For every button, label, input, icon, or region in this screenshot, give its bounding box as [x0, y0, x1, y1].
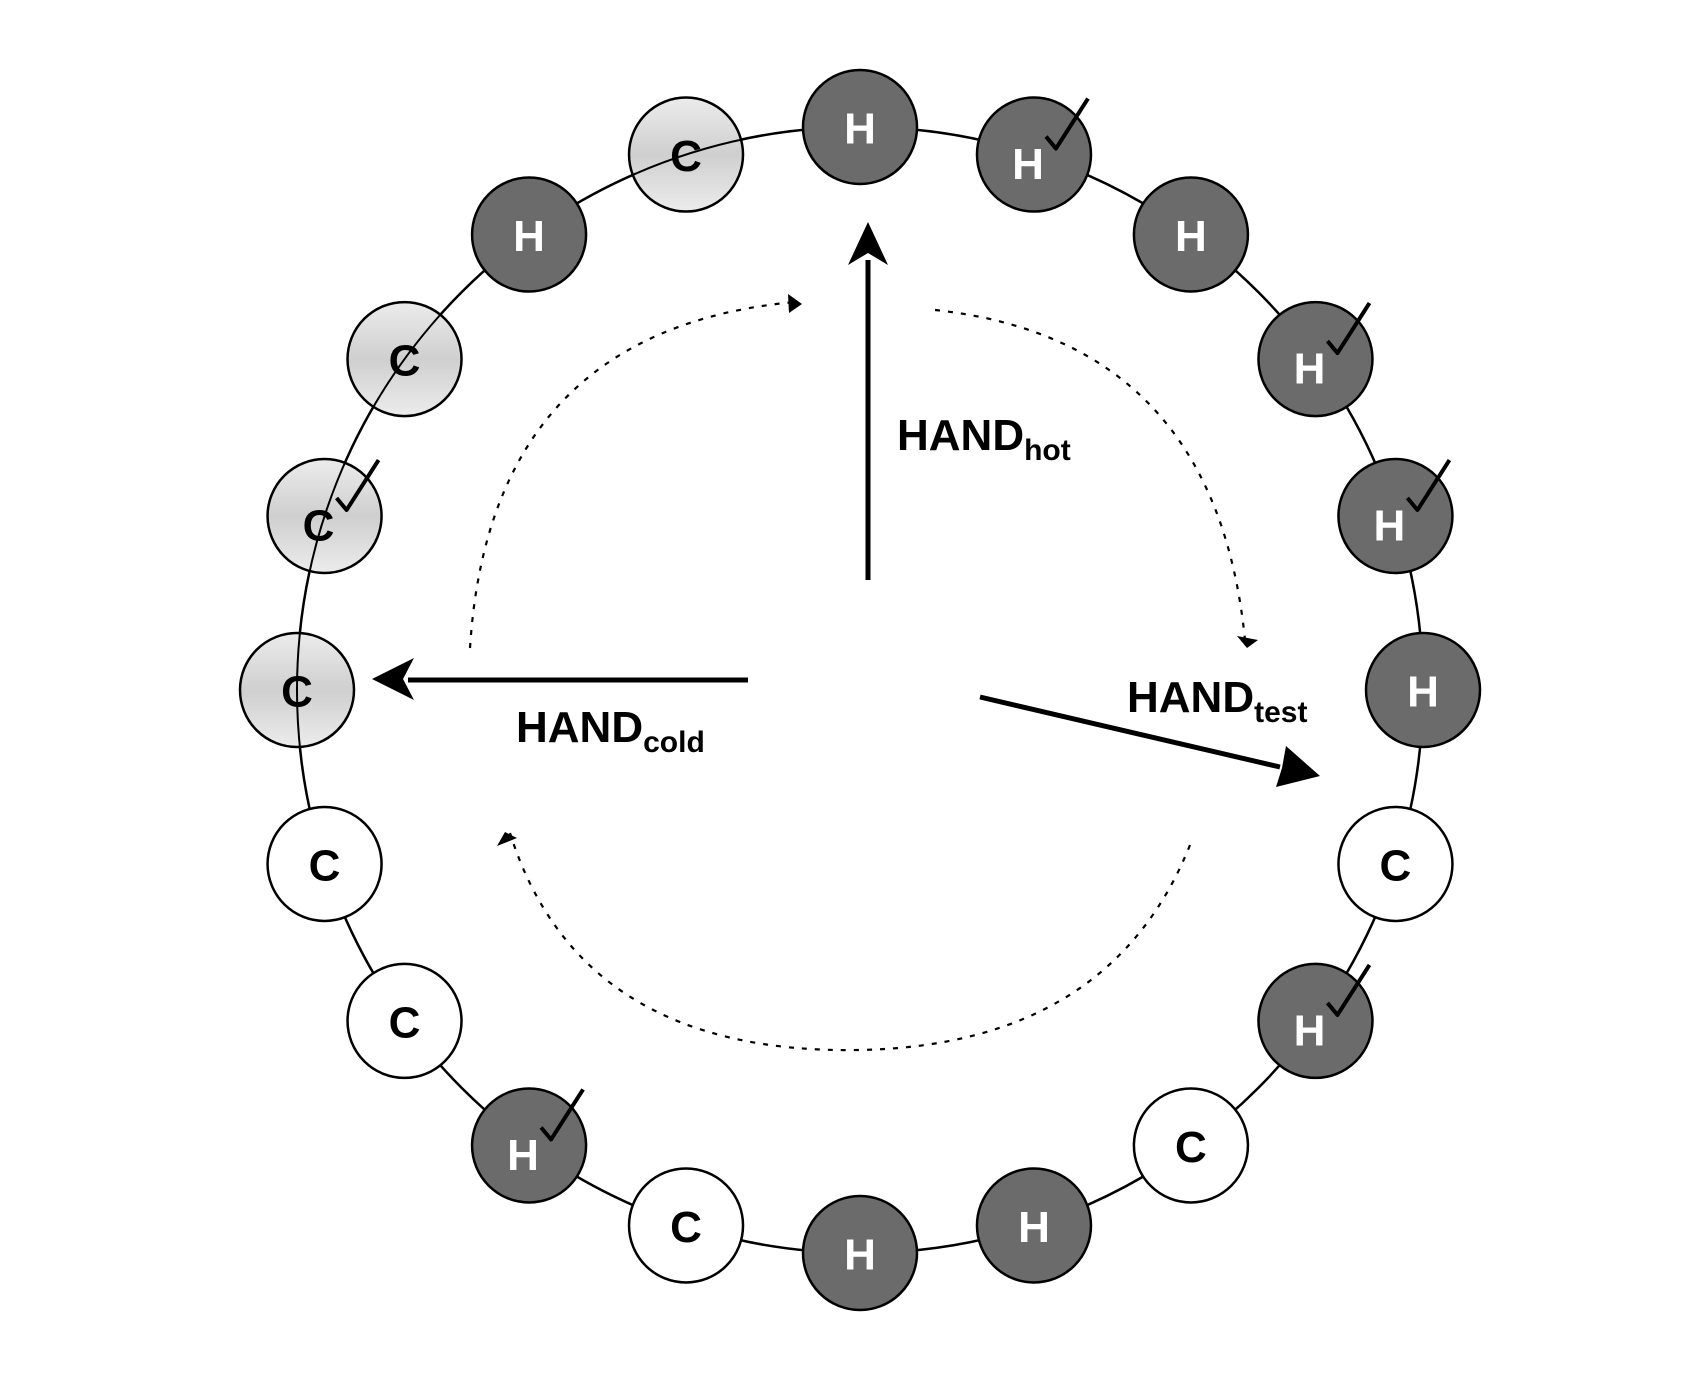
page-node: H	[1257, 962, 1374, 1080]
page-letter: C	[389, 998, 421, 1047]
page-letter: C	[303, 502, 335, 551]
page-node: C	[625, 96, 749, 213]
page-node: H	[1257, 300, 1374, 418]
check-mark-icon	[539, 1088, 585, 1142]
arrowhead-icon	[1276, 746, 1320, 787]
page-node: H	[470, 1087, 588, 1204]
page-circle	[1337, 457, 1454, 575]
arrowhead-icon	[1237, 636, 1258, 648]
page-circle	[1132, 1087, 1250, 1204]
page-circle	[975, 1167, 1093, 1284]
page-letter: H	[1012, 140, 1044, 189]
page-letter: C	[670, 132, 702, 181]
page-circle	[1132, 176, 1250, 293]
page-letter: H	[1175, 212, 1207, 261]
page-letter: C	[1175, 1123, 1207, 1172]
page-circle	[975, 96, 1093, 213]
hand-hot-label: HANDhot	[897, 411, 1071, 467]
page-circle	[801, 68, 919, 186]
page-nodes: H H H H H H C H C H H C H C C C C C H C	[238, 68, 1482, 1312]
page-letter: H	[507, 1131, 539, 1180]
page-node: C	[1337, 805, 1454, 923]
page-node: H	[975, 96, 1093, 213]
page-letter: C	[309, 841, 341, 890]
page-circle	[1337, 805, 1454, 923]
arrowhead-icon	[848, 222, 888, 265]
check-mark-icon	[1325, 301, 1372, 356]
hand-cold	[372, 658, 748, 700]
page-node: H	[801, 68, 919, 186]
check-mark-icon	[1044, 97, 1090, 151]
page-letter: H	[844, 105, 876, 154]
page-node: C	[266, 805, 383, 923]
page-node: C	[266, 455, 383, 579]
page-letter: H	[1018, 1203, 1050, 1252]
page-letter: H	[1294, 1006, 1326, 1055]
page-circle	[1257, 300, 1374, 418]
rotation-arrowheads	[497, 294, 1258, 846]
page-node: H	[470, 176, 588, 293]
hand-test-label: HANDtest	[1127, 673, 1307, 729]
arrowhead-icon	[372, 658, 414, 700]
ring-segment	[368, 308, 447, 415]
page-circle	[470, 176, 588, 293]
page-letter: C	[1380, 841, 1412, 890]
page-letter: H	[1374, 502, 1406, 551]
page-node: C	[238, 625, 356, 755]
page-node: C	[346, 300, 463, 418]
ring-segment	[296, 625, 302, 755]
page-node: H	[1337, 457, 1454, 575]
page-node: H	[1364, 631, 1482, 749]
hand-hot	[848, 222, 888, 580]
page-circle	[266, 805, 383, 923]
page-node: H	[975, 1167, 1093, 1284]
check-mark-icon	[1405, 458, 1452, 513]
page-node: C	[1132, 1087, 1250, 1204]
check-mark-icon	[1325, 963, 1372, 1017]
rotation-arc-top-left	[468, 300, 796, 649]
page-letter: H	[844, 1231, 876, 1280]
page-letter: H	[1294, 345, 1326, 394]
page-node: H	[1132, 176, 1250, 293]
page-node: C	[346, 962, 463, 1080]
page-letter: C	[281, 668, 313, 717]
hand-cold-label: HANDcold	[516, 703, 705, 759]
page-circle	[346, 962, 463, 1080]
page-circle	[801, 1194, 919, 1312]
rotation-arcs	[468, 300, 1247, 1052]
arrowhead-icon	[788, 294, 802, 313]
page-node: C	[627, 1167, 745, 1284]
arrowhead-icon	[497, 832, 517, 846]
page-node: H	[801, 1194, 919, 1312]
page-letter: H	[1407, 668, 1439, 717]
page-letter: C	[389, 337, 421, 386]
rotation-arc-bottom	[508, 832, 1192, 1052]
page-circle	[1257, 962, 1374, 1080]
check-mark-icon	[335, 458, 381, 513]
page-circle	[1364, 631, 1482, 749]
rotation-arc-top-right	[934, 308, 1247, 641]
page-letter: C	[670, 1203, 702, 1252]
page-letter: H	[513, 212, 545, 261]
ring-segment	[625, 137, 749, 179]
page-circle	[627, 1167, 745, 1284]
page-circle	[470, 1087, 588, 1204]
ring-segment	[307, 455, 349, 579]
hand-test	[979, 694, 1320, 787]
